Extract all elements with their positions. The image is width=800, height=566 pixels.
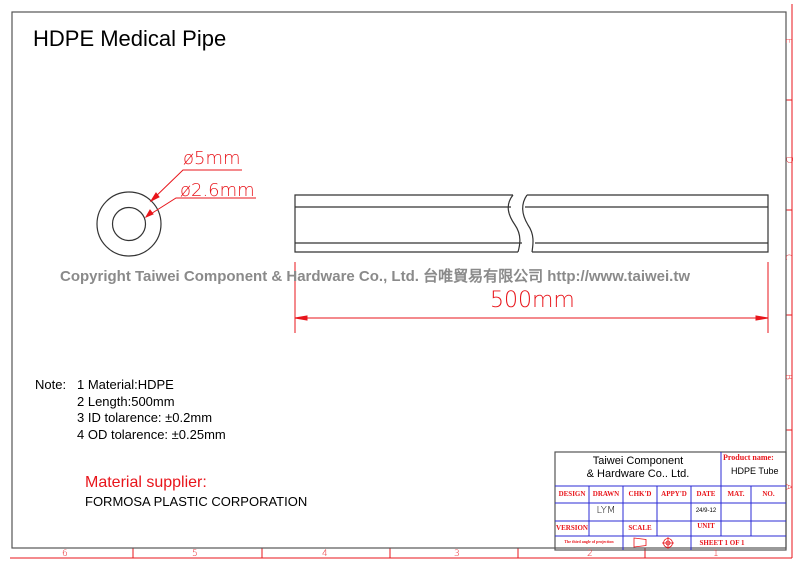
row-label: C (783, 253, 794, 261)
row-label: B (782, 374, 793, 380)
company-name: Taiwei Component & Hardware Co.. Ltd. (586, 455, 690, 480)
length-dimension-label: 500mm (490, 288, 575, 313)
header-material: MAT. (727, 490, 745, 498)
notes-list: 1 Material:HDPE 2 Length:500mm 3 ID tola… (77, 377, 226, 443)
note-item: 4 OD tolarence: ±0.25mm (77, 426, 226, 442)
notes-label: Note: (35, 377, 67, 392)
row-ticks (786, 99, 792, 431)
drawn-by: LYM (596, 505, 616, 516)
row-label: A (783, 483, 794, 491)
header-date: DATE (696, 490, 716, 498)
note-item: 3 ID tolarence: ±0.2mm (77, 410, 213, 425)
pipe-cross-section (96, 191, 162, 257)
product-name-label: Product name: (723, 453, 774, 462)
note-item: 2 Length:500mm (77, 393, 175, 409)
column-label: 3 (454, 549, 460, 559)
projection-symbol (633, 537, 674, 549)
header-design: DESIGN (558, 490, 586, 498)
cone-icon (633, 537, 647, 548)
length-dimension (294, 262, 769, 333)
row-label: D (783, 156, 794, 164)
inner-diameter-label: ø2.6mm (180, 180, 255, 201)
supplier-name: FORMOSA PLASTIC CORPORATION (85, 494, 308, 509)
projection-label: The third angle of projection (564, 539, 614, 544)
column-label: 4 (322, 549, 328, 559)
column-label: 2 (587, 549, 593, 559)
row-label: E (782, 38, 793, 44)
column-label: 5 (192, 549, 198, 559)
column-label: 1 (713, 549, 719, 559)
header-number: NO. (762, 490, 775, 498)
drawing-border (11, 11, 787, 549)
product-name: HDPE Tube (731, 466, 779, 476)
scale-label: SCALE (628, 524, 652, 532)
date-value: 24/9-12 (695, 508, 717, 514)
note-item: 1 Material:HDPE (77, 377, 174, 392)
outer-diameter-label: ø5mm (183, 148, 241, 169)
unit-label: UNIT (697, 522, 715, 530)
diameter-leaders (144, 169, 256, 219)
supplier-label: Material supplier: (85, 474, 207, 491)
column-label: 6 (62, 549, 68, 559)
outer-frame (10, 4, 793, 559)
header-checked: CHK'D (628, 490, 652, 498)
copyright-watermark: Copyright Taiwei Component & Hardware Co… (60, 268, 691, 285)
version-label: VERSION (556, 524, 588, 532)
pipe-side-view (294, 194, 769, 253)
header-drawn: DRAWN (592, 490, 620, 498)
page-title: HDPE Medical Pipe (33, 26, 227, 51)
title-block-grid (554, 451, 787, 551)
header-approved: APPY'D (661, 490, 687, 498)
sheet-number: SHEET 1 OF 1 (699, 539, 745, 547)
